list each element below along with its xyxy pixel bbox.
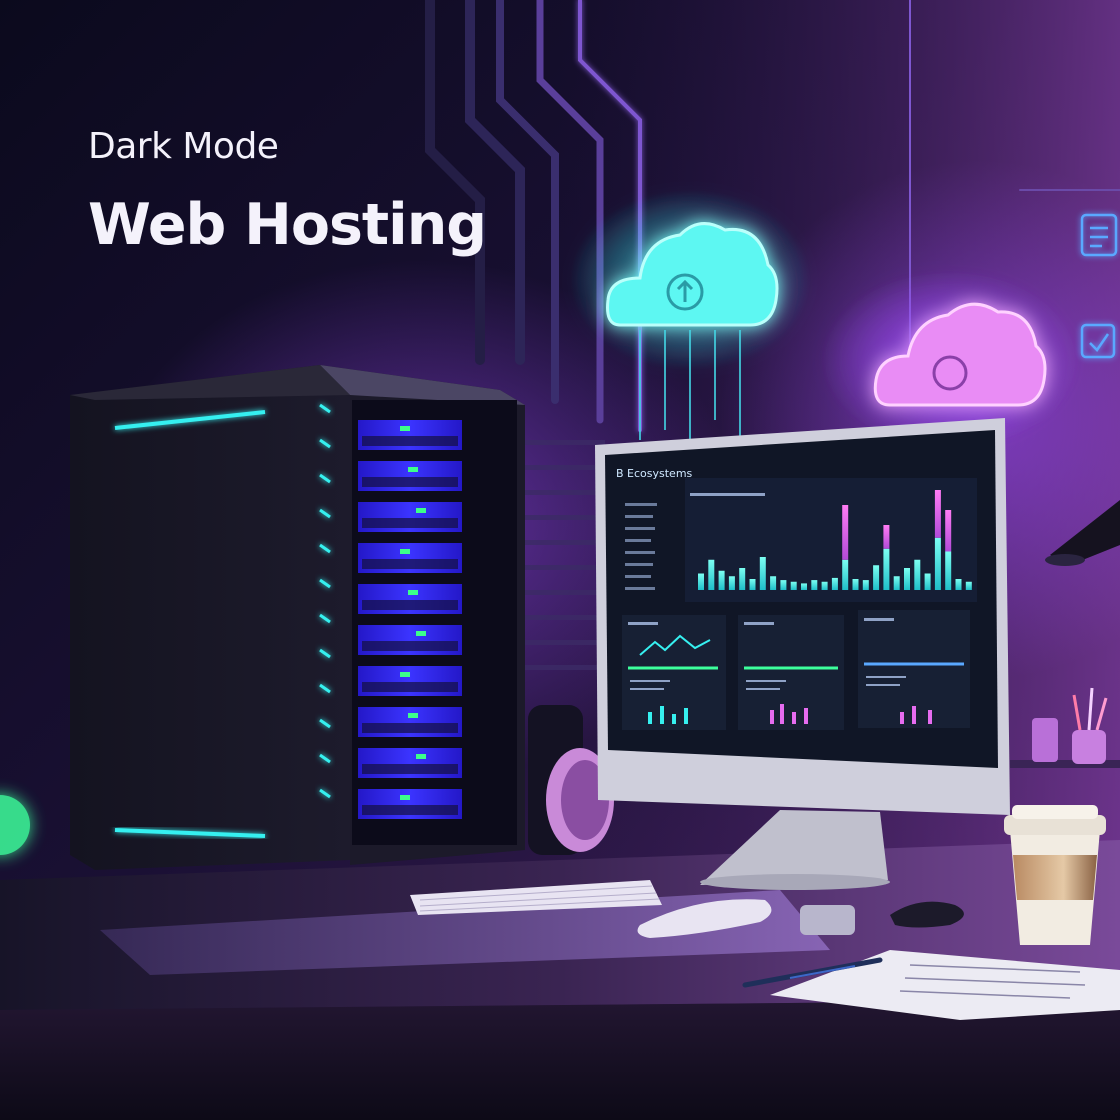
status-led: [400, 672, 410, 677]
status-led: [400, 426, 410, 431]
shield-icon: [1080, 323, 1116, 359]
chart-bar: [821, 581, 828, 590]
chart-bar: [904, 568, 910, 590]
status-led: [400, 549, 410, 554]
rack-units: [358, 420, 462, 819]
status-led: [416, 631, 426, 636]
status-led: [416, 508, 426, 513]
notebook: [770, 950, 1120, 1020]
chart-bar: [831, 577, 838, 590]
chart-bar: [945, 551, 952, 590]
chart-bar: [914, 559, 921, 590]
headline-line-1: Dark Mode: [88, 126, 279, 167]
chart-bar-highlight: [934, 490, 941, 538]
chart-bar: [728, 576, 735, 590]
phone: [800, 905, 855, 935]
chart-bar: [770, 576, 777, 590]
chart-bar: [749, 579, 756, 590]
rack-grill: [362, 682, 458, 692]
rack-grill: [362, 805, 458, 815]
chart-bar-highlight: [883, 525, 890, 549]
desk-mat: [100, 890, 830, 975]
main-chart: [698, 490, 972, 590]
rack-grill: [362, 600, 458, 610]
server-tower: [70, 365, 525, 870]
chart-bar: [759, 557, 766, 590]
coffee-cup: [1004, 805, 1106, 945]
status-led: [416, 754, 426, 759]
status-led: [400, 795, 410, 800]
chart-bar: [893, 576, 900, 590]
chart-bar: [780, 580, 787, 590]
chart-bar: [924, 573, 931, 590]
mouse: [890, 901, 964, 928]
rack-grill: [362, 723, 458, 733]
rack-grill: [362, 641, 458, 651]
chart-bar: [739, 568, 746, 590]
wall-slats: [525, 440, 605, 670]
chart-bar: [862, 580, 869, 590]
rack-grill: [362, 764, 458, 774]
chart-bar: [842, 559, 849, 590]
chart-bar: [883, 548, 890, 590]
chart-bar-highlight: [842, 505, 849, 560]
cloud-sync-icon: [820, 270, 1080, 450]
chart-bar: [955, 579, 962, 590]
status-led: [408, 467, 418, 472]
chart-bar: [965, 581, 972, 590]
chart-bar: [801, 583, 807, 590]
chart-bar-highlight: [945, 510, 952, 552]
rack-grill: [362, 518, 458, 528]
status-led: [408, 713, 418, 718]
rack-grill: [362, 477, 458, 487]
document-icon: [1080, 213, 1118, 257]
chart-bar: [873, 565, 880, 590]
cloud-rain-lines: [639, 330, 741, 445]
chart-bar: [811, 580, 818, 590]
chart-bar: [718, 570, 725, 590]
status-led: [408, 590, 418, 595]
chart-bar: [852, 579, 859, 590]
chart-bar: [698, 573, 704, 590]
green-lamp: [0, 795, 30, 855]
pencil-cups: [1032, 687, 1108, 764]
desk-lamp: [1045, 500, 1120, 566]
rack-grill: [362, 559, 458, 569]
headline-line-2: Web Hosting: [88, 192, 487, 258]
pen: [742, 957, 883, 988]
rack-grill: [362, 436, 458, 446]
dashboard-brand: B Ecosystems: [616, 467, 693, 480]
dashboard-screen: B Ecosystems: [616, 467, 977, 730]
chart-bar: [934, 537, 941, 590]
chart-bar: [790, 581, 797, 590]
magic-mouse: [637, 899, 772, 938]
chart-bar: [708, 559, 715, 590]
speaker: [528, 705, 614, 855]
keyboard: [410, 880, 662, 915]
cloud-upload-icon: [570, 190, 810, 370]
